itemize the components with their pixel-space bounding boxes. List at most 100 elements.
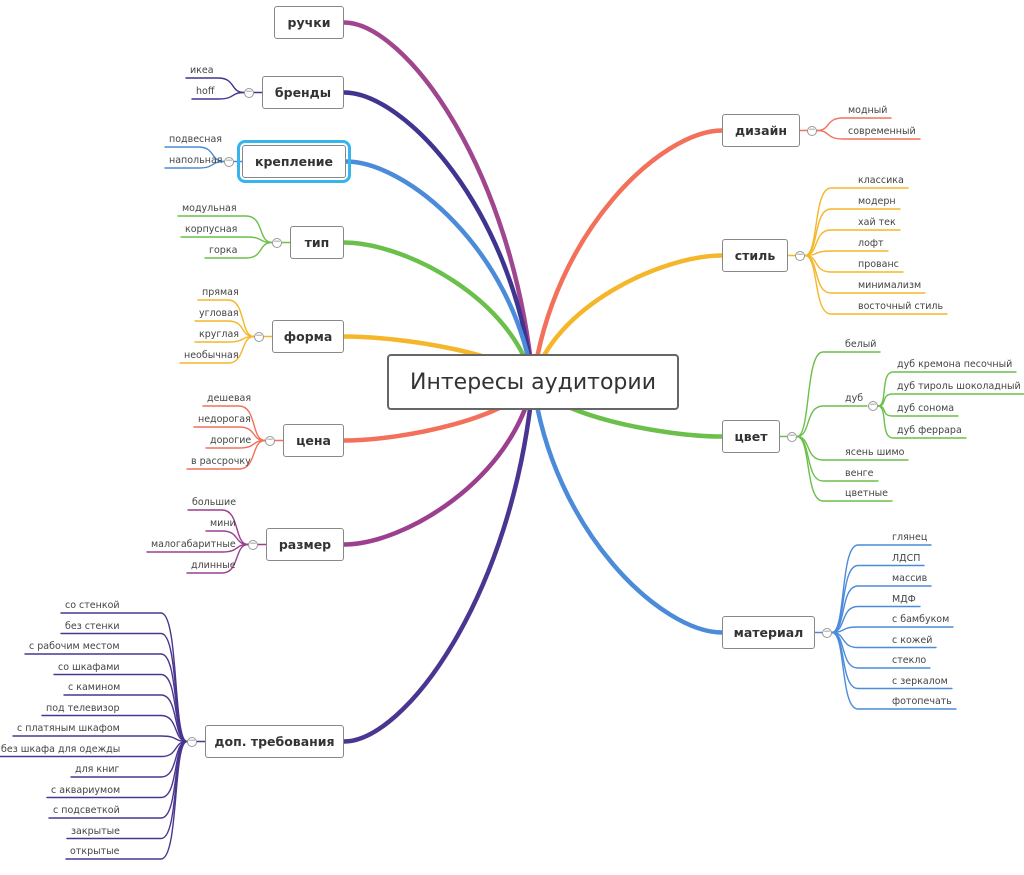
leaf-item[interactable]: под телевизор (46, 702, 120, 714)
leaf-item[interactable]: икеа (190, 65, 214, 76)
leaf-item[interactable]: дуб сонома (897, 403, 955, 414)
leaf-item[interactable]: с кожей (892, 634, 933, 646)
leaf-item[interactable]: модерн (858, 196, 896, 207)
leaf-item[interactable]: круглая (199, 329, 239, 340)
collapse-toggle-icon[interactable]: − (244, 86, 254, 98)
central-topic[interactable]: Интересы аудитории (387, 354, 679, 410)
topic-ruchki[interactable]: ручки (274, 6, 344, 39)
connector (804, 208, 901, 257)
leaf-item[interactable]: хай тек (858, 217, 896, 228)
leaf-item[interactable]: с подсветкой (53, 805, 120, 816)
connector (180, 236, 273, 244)
connector (341, 20, 536, 385)
leaf-item[interactable]: с платяным шкафом (17, 723, 120, 734)
collapse-toggle-icon[interactable]: − (272, 236, 282, 248)
collapse-toggle-icon[interactable]: − (868, 400, 878, 411)
collapse-toggle-icon[interactable]: − (224, 155, 234, 167)
leaf-item[interactable]: мини (210, 518, 236, 529)
leaf-item[interactable]: глянец (892, 532, 928, 543)
leaf-item[interactable]: белый (845, 339, 877, 350)
connector (65, 740, 188, 860)
leaf-item[interactable]: современный (848, 126, 916, 137)
connector (341, 379, 536, 547)
leaf-item[interactable]: длинные (191, 560, 236, 571)
topic-tip[interactable]: тип (290, 226, 344, 259)
topic-dizain[interactable]: дизайн (722, 114, 800, 147)
leaf-item[interactable]: прованс (858, 259, 899, 270)
leaf-item[interactable]: минимализм (858, 280, 922, 291)
topic-razmer[interactable]: размер (266, 528, 344, 561)
leaf-item[interactable]: с рабочим местом (29, 641, 120, 652)
topic-tsena[interactable]: цена (283, 424, 344, 457)
leaf-item[interactable]: с аквариумом (51, 784, 121, 796)
topic-forma[interactable]: форма (272, 320, 344, 353)
leaf-item[interactable]: без шкафа для одежды (1, 743, 121, 755)
leaf-item[interactable]: дорогие (210, 435, 252, 446)
leaf-item[interactable]: в рассрочку (191, 456, 251, 467)
leaf-item[interactable]: ЛДСП (892, 552, 921, 564)
leaf-item[interactable]: дуб кремона песочный (897, 359, 1013, 370)
leaf-item[interactable]: без стенки (65, 620, 120, 632)
leaf-item[interactable]: hoff (196, 86, 215, 97)
leaf-item[interactable]: малогабаритные (151, 539, 236, 550)
leaf-item[interactable]: для книг (75, 764, 120, 775)
topic-brendy[interactable]: бренды (262, 76, 344, 109)
leaf-item[interactable]: корпусная (185, 224, 238, 235)
collapse-toggle-icon[interactable]: − (822, 626, 832, 638)
leaf-item[interactable]: массив (892, 573, 928, 584)
leaf-item[interactable]: с бамбуком (892, 614, 950, 625)
leaf-item[interactable]: дуб тироль шоколадный (897, 381, 1021, 392)
leaf-item[interactable]: недорогая (198, 414, 251, 425)
collapse-toggle-icon[interactable]: − (787, 430, 797, 442)
leaf-item[interactable]: дешевая (207, 393, 252, 404)
leaf-item[interactable]: модный (848, 105, 888, 116)
leaf-item[interactable]: напольная (169, 155, 223, 166)
connector (831, 631, 957, 710)
connector (796, 405, 868, 438)
leaf-item[interactable]: дуб (845, 393, 864, 404)
connector (341, 240, 536, 385)
collapse-toggle-icon[interactable]: − (795, 249, 805, 261)
leaf-item[interactable]: восточный стиль (858, 301, 944, 312)
leaf-item[interactable]: большие (192, 497, 237, 508)
leaf-item[interactable]: классика (858, 175, 904, 186)
collapse-toggle-icon[interactable]: − (254, 330, 264, 342)
leaf-item[interactable]: угловая (199, 308, 239, 319)
topic-stil[interactable]: стиль (722, 239, 788, 272)
leaf-item[interactable]: фотопечать (892, 696, 952, 707)
connector (804, 254, 948, 315)
leaf-item[interactable]: со шкафами (58, 661, 120, 673)
connector (816, 129, 921, 140)
connector (12, 735, 188, 743)
topic-forma-label: форма (283, 329, 333, 344)
leaf-item[interactable]: необычная (184, 350, 239, 361)
leaf-item[interactable]: горка (209, 245, 238, 256)
leaf-item[interactable]: стекло (892, 655, 927, 666)
topic-tsvet[interactable]: цвет (722, 420, 780, 453)
leaf-item[interactable]: прямая (202, 287, 239, 298)
leaf-item[interactable]: ясень шимо (845, 447, 905, 458)
collapse-toggle-icon[interactable]: − (807, 124, 817, 136)
leaf-item[interactable]: открытые (70, 846, 120, 857)
leaf-item[interactable]: со стенкой (65, 600, 120, 611)
leaf-item[interactable]: модульная (182, 203, 237, 214)
connector (831, 585, 932, 634)
leaf-item[interactable]: подвесная (169, 134, 223, 145)
topic-dop-label: доп. требования (214, 734, 335, 749)
leaf-item[interactable]: с зеркалом (892, 675, 948, 687)
topic-material[interactable]: материал (722, 616, 815, 649)
topic-dop[interactable]: доп. требования (205, 725, 344, 758)
leaf-item[interactable]: цветные (845, 488, 889, 499)
collapse-toggle-icon[interactable]: − (187, 735, 197, 747)
topic-ruchki-label: ручки (287, 15, 331, 30)
leaf-item[interactable]: закрытые (71, 825, 121, 837)
leaf-item[interactable]: МДФ (892, 593, 916, 605)
collapse-toggle-icon[interactable]: − (248, 538, 258, 550)
leaf-item[interactable]: дуб феррара (897, 425, 962, 436)
leaf-item[interactable]: лофт (858, 238, 884, 249)
collapse-toggle-icon[interactable]: − (265, 434, 275, 446)
leaf-item[interactable]: с камином (68, 682, 121, 693)
topic-kreplenie[interactable]: крепление (237, 140, 351, 183)
leaf-item[interactable]: венге (845, 468, 874, 479)
